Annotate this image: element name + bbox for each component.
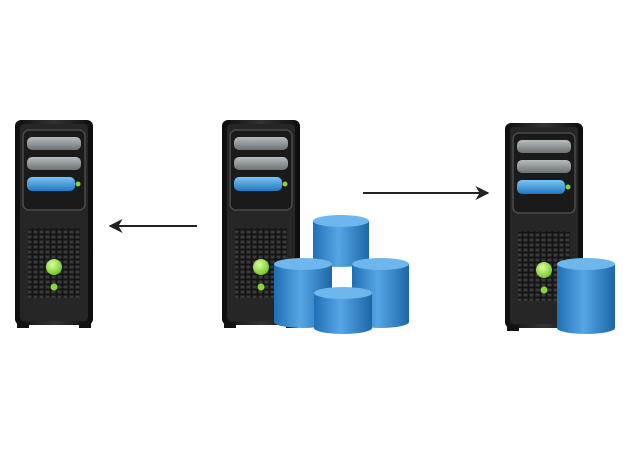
database-top <box>314 287 372 299</box>
left-server-icon <box>15 120 93 328</box>
power-light-icon <box>46 259 62 275</box>
power-light-icon <box>253 259 269 275</box>
drive-bay <box>234 157 288 170</box>
status-light-icon <box>540 286 548 294</box>
database-cylinder <box>557 264 615 334</box>
database-top <box>274 258 332 270</box>
server-foot <box>17 323 29 328</box>
drive-bay <box>517 160 571 173</box>
database-cylinder <box>314 293 372 334</box>
drive-light <box>75 181 81 187</box>
power-light-icon <box>536 262 552 278</box>
drive-bay <box>234 137 288 150</box>
drive-bay-active <box>27 177 75 191</box>
status-light-icon <box>50 283 58 291</box>
server-foot <box>507 326 519 331</box>
status-light-icon <box>257 283 265 291</box>
server-foot <box>79 323 91 328</box>
drive-bay-active <box>517 180 565 194</box>
drive-bay <box>27 157 81 170</box>
database-top <box>352 258 409 270</box>
database-icon <box>557 258 615 334</box>
server-foot <box>224 323 236 328</box>
drive-light <box>282 181 288 187</box>
drive-bay <box>517 140 571 153</box>
drive-bay-active <box>234 177 282 191</box>
drive-light <box>565 184 571 190</box>
database-top <box>557 258 615 270</box>
database-top <box>313 215 369 227</box>
database-icon <box>314 287 372 334</box>
database-icon <box>313 215 369 267</box>
database-cylinder <box>313 221 369 267</box>
drive-bay <box>27 137 81 150</box>
